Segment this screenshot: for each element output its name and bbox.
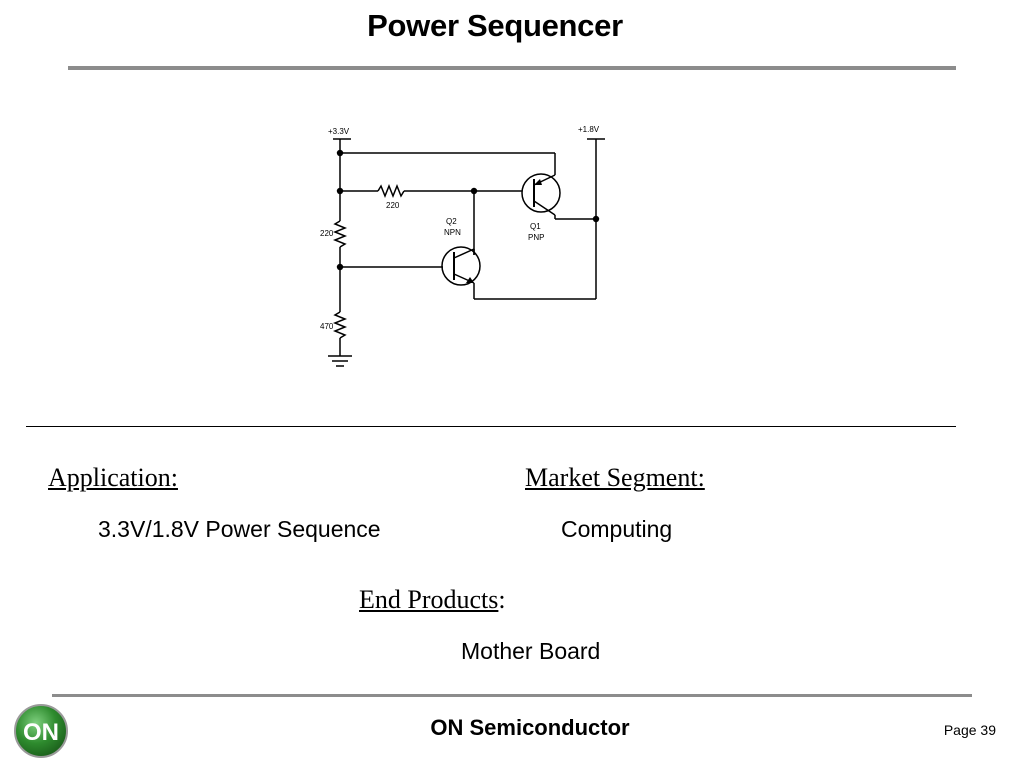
label-q1-type: PNP xyxy=(528,233,544,242)
label-q1-name: Q1 xyxy=(530,222,541,231)
company-name: ON Semiconductor xyxy=(430,715,630,740)
transistor-q2 xyxy=(441,246,481,286)
label-r-series: 220 xyxy=(386,201,400,210)
end-products-heading: End Products: xyxy=(359,585,506,615)
circuit-schematic: +3.3V +1.8V 220 220 470 Q2 NPN Q1 PNP xyxy=(320,125,605,367)
label-vin: +3.3V xyxy=(328,127,350,136)
logo-text: ON xyxy=(23,719,59,746)
content-divider xyxy=(26,426,956,427)
label-q2-type: NPN xyxy=(444,228,461,237)
end-products-value: Mother Board xyxy=(461,638,601,664)
label-r-bottom: 470 xyxy=(320,322,334,331)
resistor-series xyxy=(377,183,405,199)
market-segment-label: Market Segment: xyxy=(525,463,705,492)
on-logo-icon: ON xyxy=(14,704,68,758)
label-r-top: 220 xyxy=(320,229,334,238)
market-segment-value: Computing xyxy=(561,516,673,542)
label-q2-name: Q2 xyxy=(446,217,457,226)
resistor-top xyxy=(332,220,348,248)
end-products-colon: : xyxy=(498,585,506,614)
resistor-bottom xyxy=(332,311,348,339)
application-value: 3.3V/1.8V Power Sequence xyxy=(98,516,381,542)
end-products-label: End Products xyxy=(359,585,499,614)
title-divider xyxy=(68,66,956,70)
transistor-q1 xyxy=(521,173,561,213)
label-vout: +1.8V xyxy=(578,125,600,134)
slide-title: Power Sequencer xyxy=(367,8,623,43)
footer-divider xyxy=(52,694,972,697)
application-label: Application: xyxy=(48,463,178,492)
page-number: Page 39 xyxy=(943,722,996,738)
